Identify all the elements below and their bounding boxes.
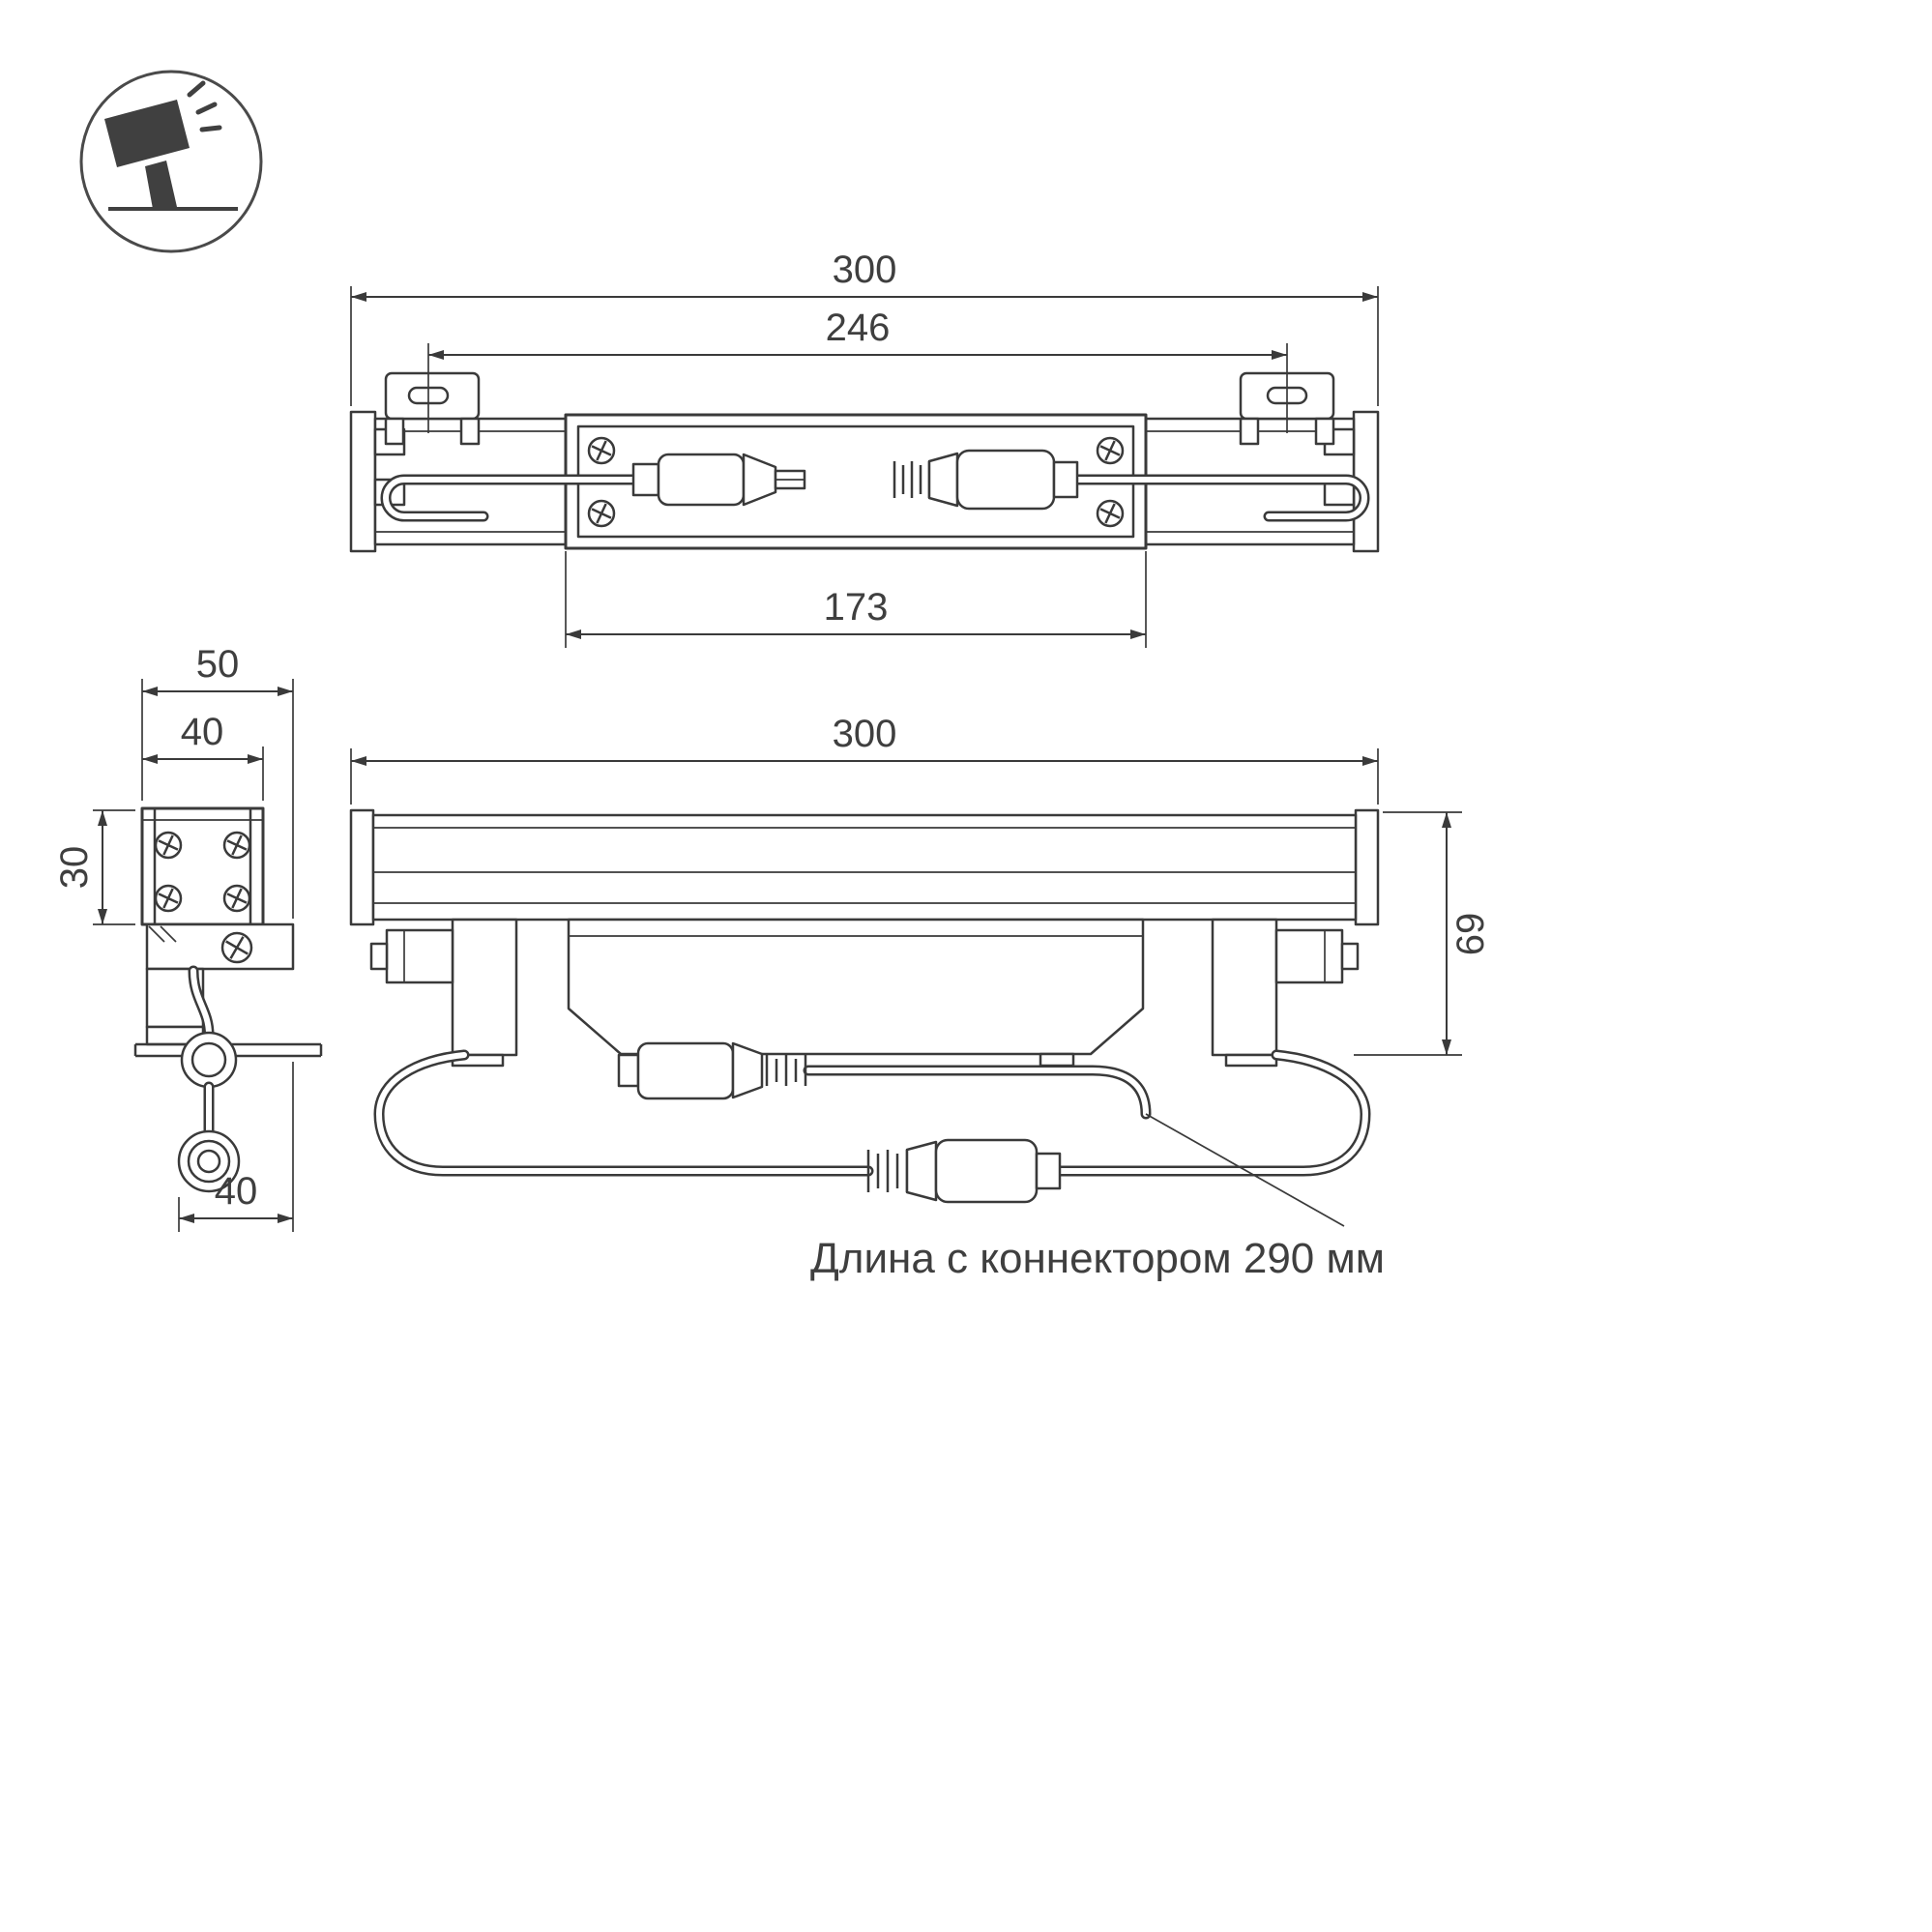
legend-circle — [79, 70, 263, 253]
legend-floodlight-badge — [79, 70, 263, 253]
front-view: Длина с коннектором 290 мм 300 69 — [349, 713, 1492, 1282]
top-view: 300 246 173 — [349, 249, 1380, 648]
pair-cable — [803, 1065, 1152, 1120]
cable-loop-right — [1071, 474, 1370, 522]
clamp-bolt — [1340, 942, 1360, 971]
dim-top-brackets-246: 246 — [427, 307, 1288, 433]
note-leader-line — [1145, 1113, 1345, 1227]
dim-front-length-300: 300 — [350, 713, 1379, 805]
dim-side-bottom-40: 40 — [178, 1062, 294, 1232]
dim-top-overall-300: 300 — [350, 249, 1379, 406]
driver-housing — [567, 918, 1145, 1056]
dim-side-height-30: 30 — [53, 809, 135, 925]
dim-top-center-173: 173 — [565, 551, 1147, 648]
side-view: 50 40 30 40 — [53, 643, 323, 1232]
pivot-bolt-icon — [220, 931, 253, 964]
light-ray-icon — [187, 80, 206, 98]
note-label: Длина с коннектором 290 мм — [810, 1235, 1385, 1282]
cable-end-connector — [866, 1138, 1062, 1204]
dim-label: 69 — [1449, 913, 1492, 956]
clamp-bolt — [369, 942, 389, 971]
clamp-right — [1211, 918, 1360, 1068]
profile-bar — [371, 813, 1358, 922]
end-cap-right — [1352, 410, 1380, 553]
cable-connector-male — [631, 453, 806, 507]
dim-label: 30 — [53, 846, 96, 890]
mount-bracket-left — [384, 371, 481, 446]
dim-front-height-69: 69 — [1354, 811, 1492, 1056]
clamp-left — [369, 918, 518, 1068]
dim-label: 246 — [826, 307, 891, 349]
dim-side-outer-50: 50 — [141, 643, 294, 919]
light-ray-icon — [195, 102, 218, 115]
connector-end-view — [177, 1129, 241, 1193]
housing-foot — [1039, 1052, 1075, 1068]
dim-label: 300 — [833, 249, 897, 291]
end-cap-left — [349, 808, 375, 926]
floodlight-icon — [104, 100, 190, 167]
floodlight-stand-icon — [145, 161, 177, 209]
dim-label: 40 — [215, 1170, 258, 1213]
cable-loop-left — [373, 1049, 874, 1177]
end-cap-right — [1354, 808, 1380, 926]
dim-label: 173 — [824, 586, 889, 629]
cable-loop-right — [1054, 1049, 1371, 1177]
light-ray-icon — [199, 125, 222, 132]
end-cap-left — [349, 410, 377, 553]
dim-label: 50 — [196, 643, 240, 686]
mount-clamp — [133, 922, 323, 1058]
cable-ring-inner — [190, 1041, 227, 1078]
cable-side — [188, 965, 215, 1040]
cable-loop-left — [380, 474, 639, 522]
dim-label: 40 — [181, 711, 224, 753]
dim-side-inner-40: 40 — [142, 711, 264, 801]
dim-label: 300 — [833, 713, 897, 755]
inline-connector-pair — [617, 1041, 1152, 1120]
cable-connector-female — [893, 449, 1079, 511]
